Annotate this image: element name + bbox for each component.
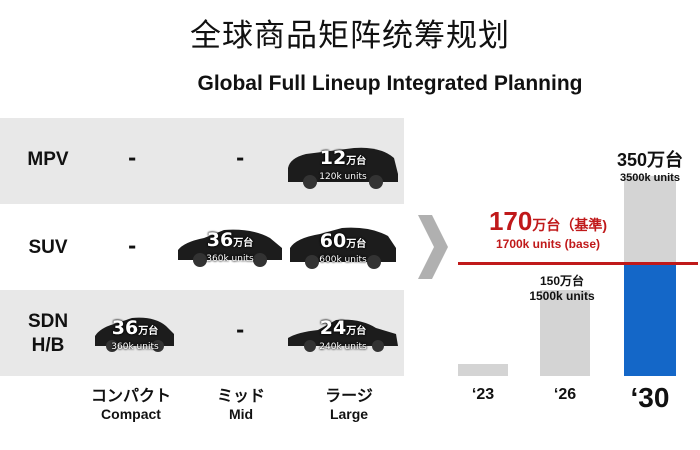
- bar-1: [540, 290, 590, 376]
- col-label-en: Compact: [101, 406, 161, 422]
- car-suv-mid: 36万台 360k units: [174, 226, 286, 268]
- col-label-jp: コンパクト: [90, 386, 171, 405]
- value-en: 360k units: [206, 254, 254, 264]
- page-title-en: Global Full Lineup Integrated Planning: [197, 72, 583, 95]
- col-label-mid: ミッド Mid: [186, 382, 296, 422]
- bar-label-en: 3500k units: [620, 172, 680, 184]
- cell-mpv-compact: -: [128, 146, 137, 170]
- car-sdn-large: 24万台 240k units: [284, 314, 402, 354]
- value: 60: [319, 230, 347, 252]
- cell-sdn-mid: -: [236, 318, 245, 342]
- col-label-en: Mid: [228, 406, 254, 422]
- bar-annotation-30: 350万台 3500k units: [608, 146, 692, 184]
- suv-icon: [290, 227, 396, 269]
- ref-value: 170: [488, 206, 533, 236]
- value: 24: [319, 317, 347, 339]
- bar-2: [624, 176, 676, 376]
- row-label-mpv: MPV: [27, 149, 69, 170]
- value: 12: [319, 147, 347, 169]
- year-label-2: ‘30: [630, 382, 670, 413]
- col-label-jp: ミッド: [216, 386, 265, 405]
- row-label-sdn: SDN H/B: [27, 311, 69, 356]
- col-label-en: Large: [329, 406, 369, 422]
- bar-annotation-26: 150万台 1500k units: [520, 272, 604, 303]
- ref-value-en: 1700k units (base): [495, 237, 601, 251]
- row-label-suv: SUV: [28, 237, 68, 258]
- ref-annotation: 170万台（基準) 1700k units (base): [468, 206, 628, 251]
- year-label-0: ‘23: [471, 386, 495, 403]
- cell-suv-compact: -: [128, 234, 137, 258]
- bar-label-en: 1500k units: [529, 289, 595, 303]
- value-en: 120k units: [319, 172, 367, 182]
- unit: 万台: [346, 239, 367, 250]
- ref-unit: 万台（基準): [532, 217, 608, 233]
- minivan-icon: [288, 147, 398, 189]
- unit: 万台: [346, 326, 367, 337]
- value-en: 360k units: [111, 342, 159, 352]
- year-label-1: ‘26: [553, 386, 577, 403]
- col-label-jp: ラージ: [325, 386, 373, 405]
- col-label-large: ラージ Large: [294, 382, 404, 422]
- car-suv-large: 60万台 600k units: [286, 226, 400, 270]
- value-en: 600k units: [319, 255, 367, 265]
- bar-label-cn: 350万台: [616, 150, 684, 170]
- bar-label-cn: 150万台: [539, 274, 585, 288]
- unit: 万台: [138, 326, 159, 337]
- suv-icon: [178, 229, 282, 267]
- value: 36: [206, 229, 234, 251]
- value-en: 240k units: [319, 342, 367, 352]
- car-mpv-large: 12万台 120k units: [284, 144, 402, 190]
- hatchback-icon: [95, 317, 174, 352]
- value: 36: [111, 317, 139, 339]
- cell-mpv-mid: -: [236, 146, 245, 170]
- bar-0: [458, 364, 508, 376]
- col-label-compact: コンパクト Compact: [76, 382, 186, 422]
- car-sdn-compact: 36万台 360k units: [92, 314, 178, 354]
- chevron-right-icon: [418, 215, 448, 283]
- reference-line: [458, 262, 698, 265]
- unit: 万台: [233, 238, 254, 249]
- unit: 万台: [346, 156, 367, 167]
- sedan-icon: [288, 319, 398, 352]
- page-title-cn: 全球商品矩阵统筹规划: [190, 18, 510, 54]
